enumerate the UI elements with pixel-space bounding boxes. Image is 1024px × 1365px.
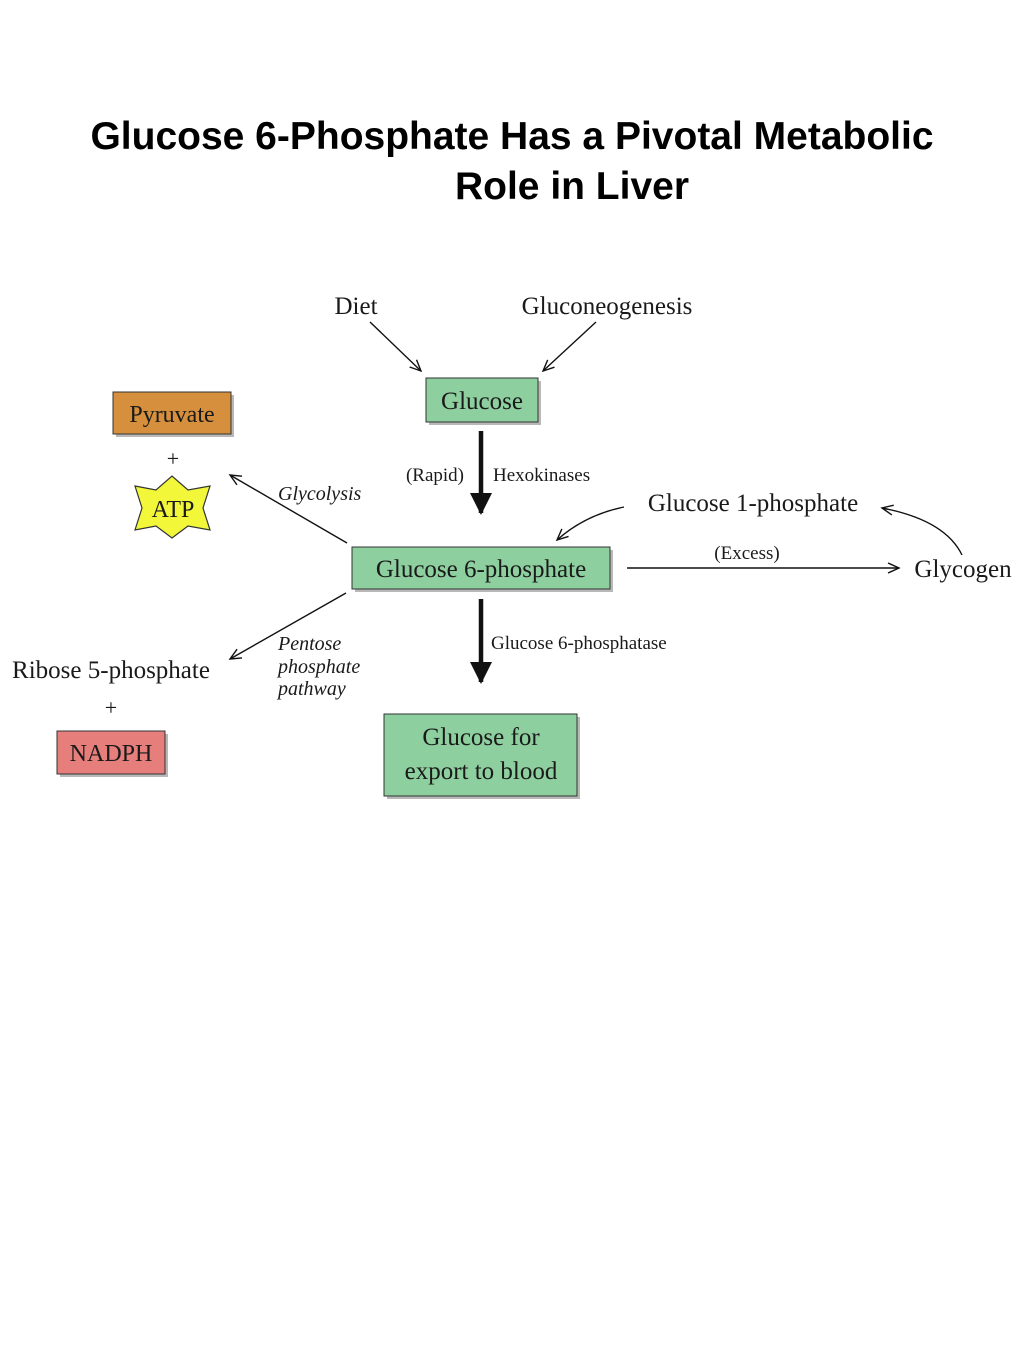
gluconeogenesis-to-glucose-arrow bbox=[541, 321, 597, 373]
diet-to-glucose-arrow bbox=[369, 321, 423, 373]
atp-star: ATP bbox=[134, 475, 211, 539]
glucose-1-phosphate-label: Glucose 1-phosphate bbox=[648, 490, 858, 517]
g6pase-label: Glucose 6-phosphatase bbox=[491, 633, 667, 654]
slide-title: Glucose 6-Phosphate Has a Pivotal Metabo… bbox=[40, 112, 984, 212]
hexokinases-label: Hexokinases bbox=[493, 465, 590, 486]
pentose-pathway-arrow bbox=[228, 592, 347, 660]
g1p-to-g6p-arrow bbox=[555, 506, 625, 542]
title-line-1: Glucose 6-Phosphate Has a Pivotal Metabo… bbox=[90, 115, 934, 158]
glycolysis-label: Glycolysis bbox=[278, 483, 362, 505]
pyruvate-label: Pyruvate bbox=[129, 402, 214, 428]
glucose-export-label-1: Glucose for bbox=[422, 724, 540, 751]
glycogen-to-g1p-arrow bbox=[880, 504, 963, 556]
ribose-5-phosphate-label: Ribose 5-phosphate bbox=[12, 657, 210, 684]
pentose-label-3: pathway bbox=[276, 678, 346, 700]
atp-label: ATP bbox=[152, 497, 195, 523]
glucose-export-label-2: export to blood bbox=[405, 758, 558, 785]
diet-label: Diet bbox=[334, 293, 377, 320]
title-line-2: Role in Liver bbox=[454, 165, 690, 208]
glucose-export-box: Glucose for export to blood bbox=[383, 713, 580, 799]
nadph-box: NADPH bbox=[56, 730, 168, 777]
excess-label: (Excess) bbox=[714, 543, 779, 564]
glucose-6-phosphate-box: Glucose 6-phosphate bbox=[351, 546, 613, 592]
plus-top: + bbox=[167, 446, 179, 471]
plus-bottom: + bbox=[105, 695, 117, 720]
pyruvate-box: Pyruvate bbox=[112, 391, 234, 437]
pentose-label-1: Pentose bbox=[277, 633, 341, 655]
glucose-box: Glucose bbox=[425, 377, 541, 425]
glycolysis-arrow bbox=[228, 474, 348, 544]
glycogen-label: Glycogen bbox=[914, 556, 1012, 583]
pentose-label-2: phosphate bbox=[276, 656, 360, 678]
glucose-label: Glucose bbox=[441, 388, 523, 415]
glucose-6-phosphate-label: Glucose 6-phosphate bbox=[376, 556, 586, 583]
rapid-label: (Rapid) bbox=[406, 465, 464, 486]
nadph-label: NADPH bbox=[70, 741, 153, 767]
gluconeogenesis-label: Gluconeogenesis bbox=[522, 293, 693, 320]
